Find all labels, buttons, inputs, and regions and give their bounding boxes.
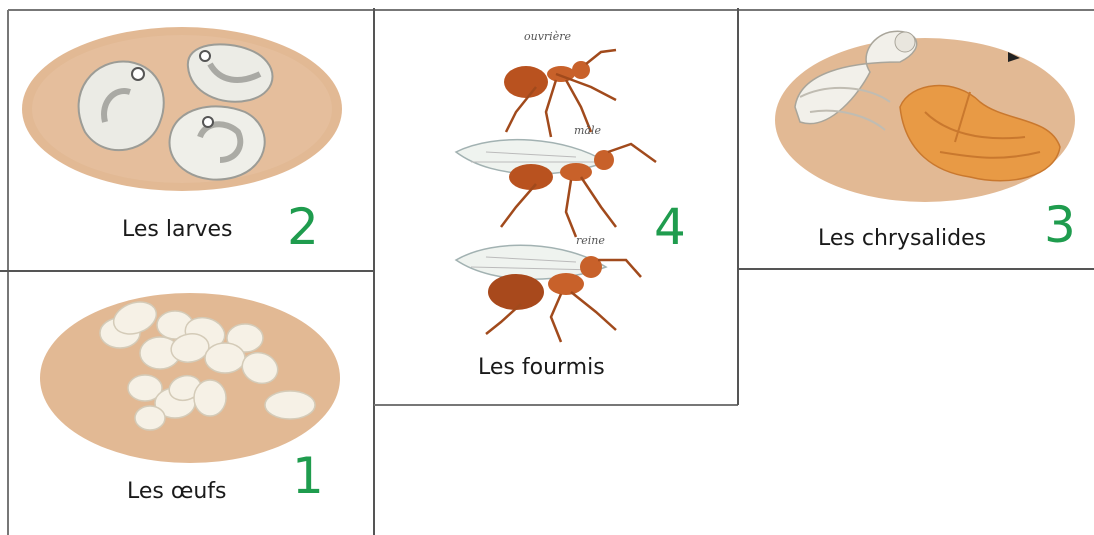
larves-number: 2 [287,202,319,252]
male-ant [456,140,656,237]
chrysalides-label: Les chrysalides [818,226,986,251]
queen-ant [456,245,641,342]
fourmis-number: 4 [654,202,686,252]
worker-caption: ouvrière [524,30,571,43]
card-oeufs: Les œufs 1 [10,273,372,535]
queen-caption: reine [576,234,605,247]
oeufs-number: 1 [292,451,324,501]
fourmis-label: Les fourmis [478,355,605,380]
oeufs-label: Les œufs [127,479,227,504]
larves-label: Les larves [122,217,233,242]
chrysalides-number: 3 [1044,200,1076,250]
male-caption: mâle [574,124,601,137]
card-larves: Les larves 2 [10,12,372,270]
card-chrysalides: Les chrysalides 3 [740,12,1094,268]
card-fourmis: ouvrière mâle reine Les fourmis 4 [376,12,736,404]
